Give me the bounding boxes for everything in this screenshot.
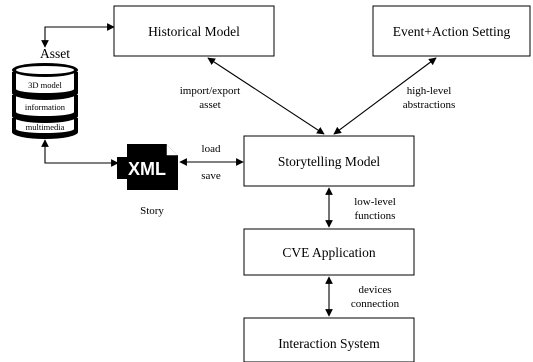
high-level-label-line2: abstractions (403, 99, 456, 111)
cve-application-label: CVE Application (282, 245, 376, 260)
asset-layer-3d-model: 3D model (28, 80, 62, 90)
interaction-system-label: Interaction System (278, 336, 380, 351)
storytelling-model-box: Storytelling Model (243, 135, 415, 187)
asset-layer-information: information (25, 102, 66, 112)
event-action-setting-box: Event+Action Setting (372, 5, 531, 57)
historical-storytelling-arrow (207, 57, 325, 135)
historical-model-label: Historical Model (148, 24, 240, 39)
low-level-label-line2: functions (355, 210, 396, 222)
asset-historical-arrow (41, 23, 115, 48)
database-icon (12, 63, 78, 139)
storytelling-model-label: Storytelling Model (278, 154, 381, 169)
event-storytelling-arrow (333, 57, 437, 135)
asset-story-arrow (41, 139, 119, 167)
xml-icon-text: XML (128, 159, 166, 179)
historical-model-box: Historical Model (113, 5, 275, 57)
import-export-label-line1: import/export (180, 85, 241, 97)
high-level-label-line1: high-level (407, 85, 452, 97)
devices-label-line2: connection (351, 298, 400, 310)
asset-layer-multimedia: multimedia (26, 122, 65, 132)
story-label: Story (140, 205, 164, 217)
load-label: load (202, 143, 221, 155)
xml-file-icon: XML (117, 144, 178, 190)
event-action-setting-label: Event+Action Setting (393, 24, 511, 39)
asset-title: Asset (40, 46, 70, 61)
import-export-label-line2: asset (199, 99, 220, 111)
devices-label-line1: devices (359, 284, 392, 296)
low-level-label-line1: low-level (354, 196, 396, 208)
save-label: save (201, 170, 221, 182)
interaction-system-box: Interaction System (243, 317, 415, 362)
cve-application-box: CVE Application (243, 228, 415, 276)
